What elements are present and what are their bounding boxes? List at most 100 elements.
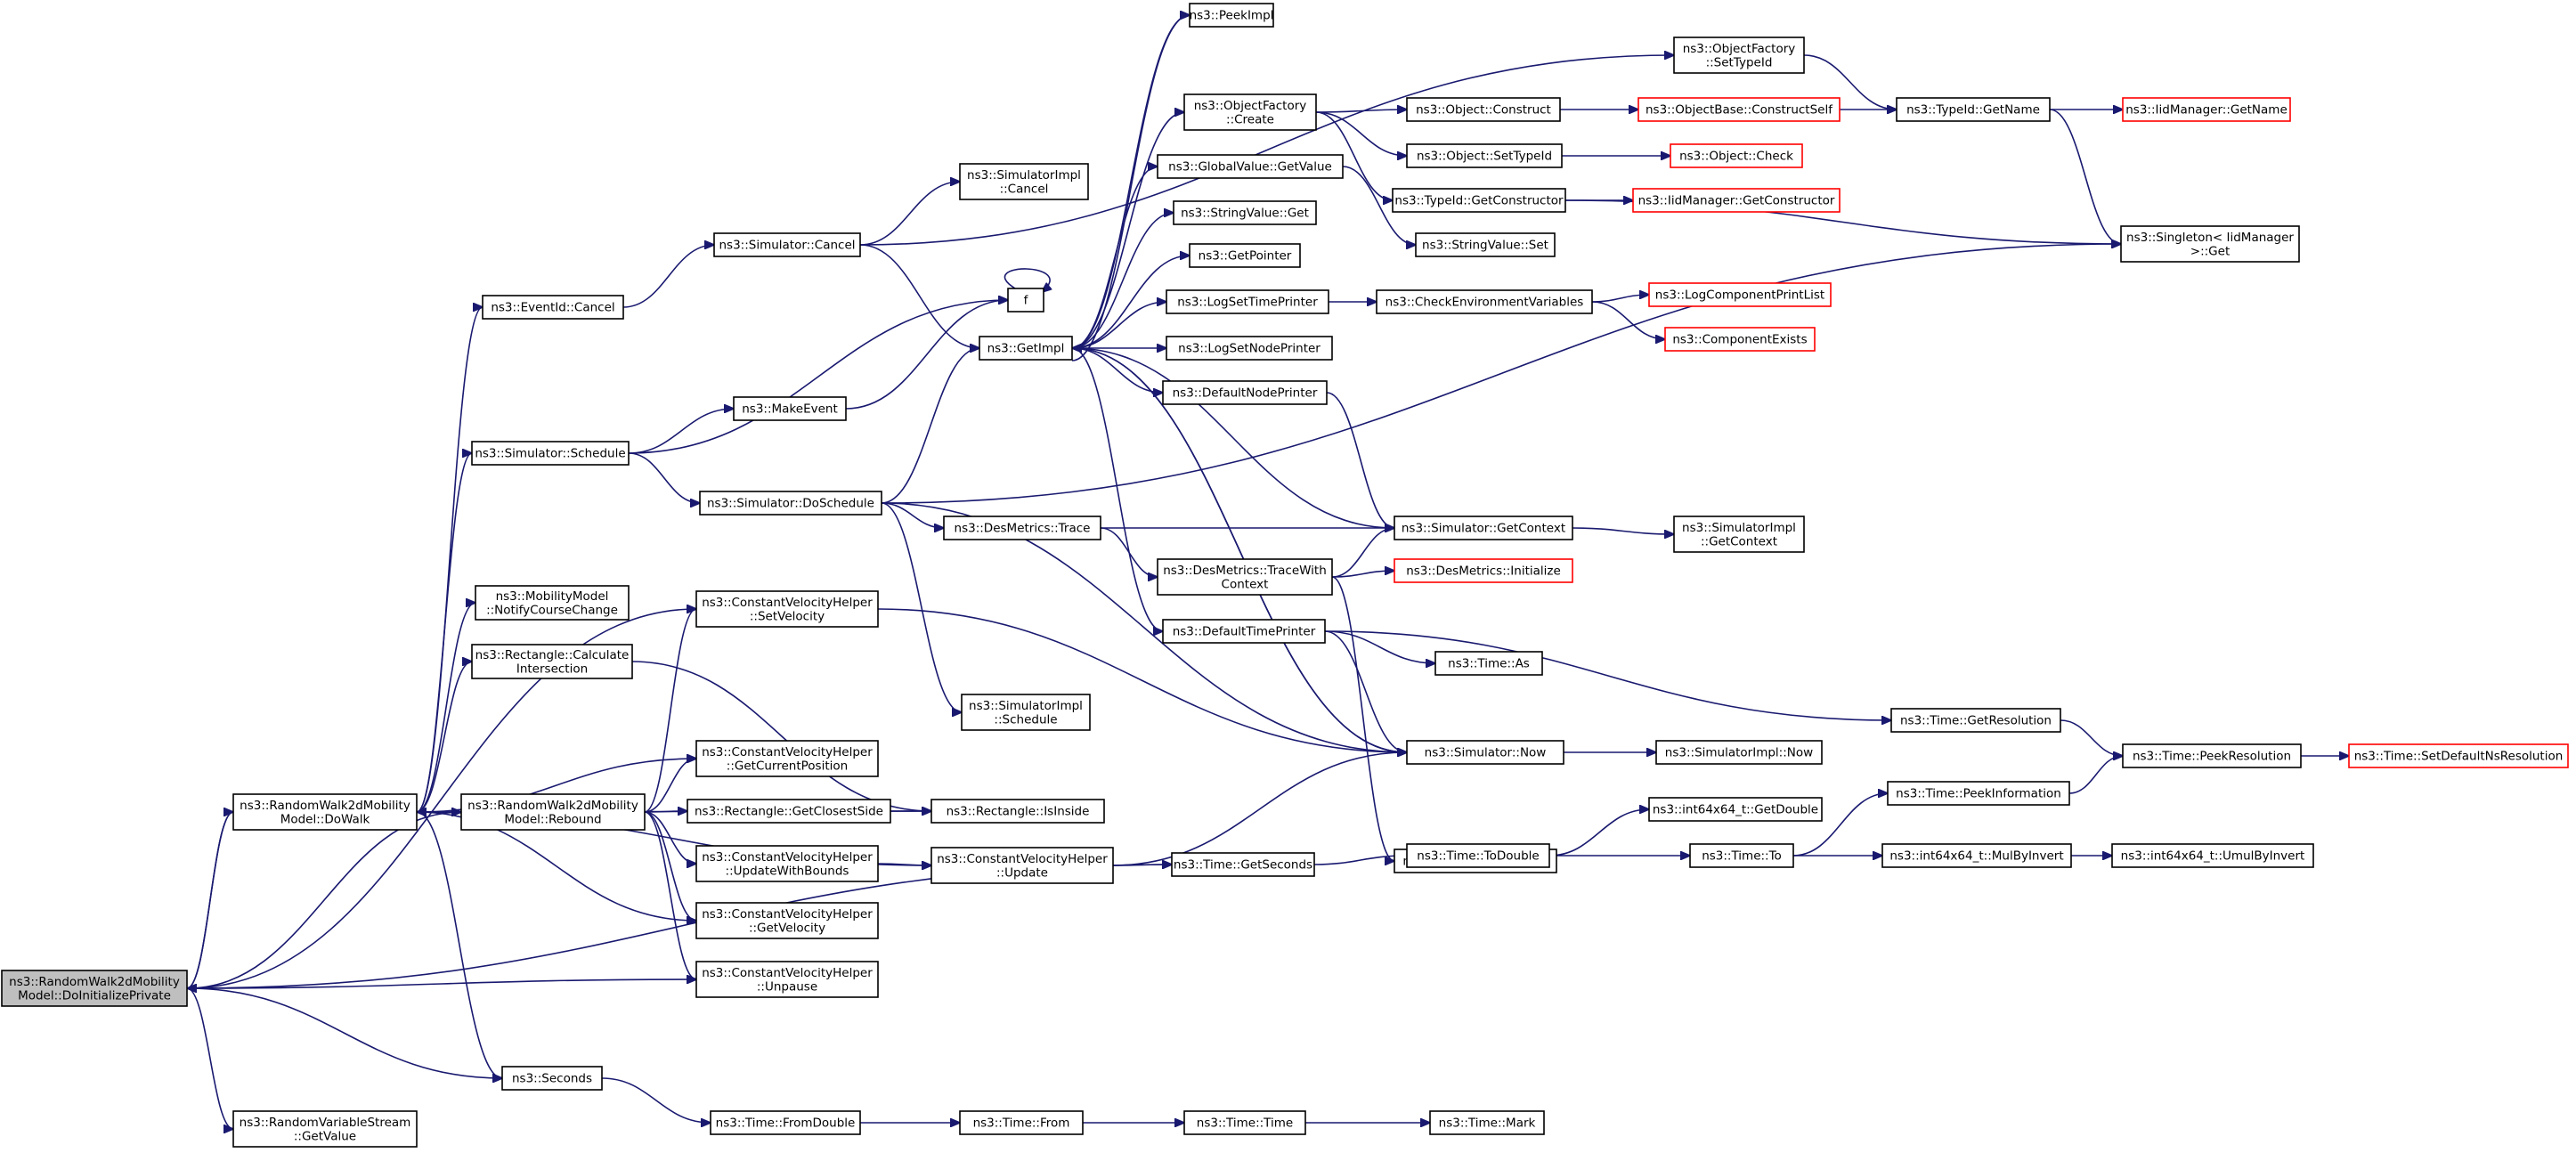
node-time-getresolution[interactable]: ns3::Time::GetResolution: [1890, 708, 2061, 733]
call-edge: [416, 307, 483, 813]
node-label: ns3::Simulator::Schedule: [475, 447, 625, 461]
node-objbase-constructself[interactable]: ns3::ObjectBase::ConstructSelf: [1637, 97, 1841, 122]
node-time-peekinfo[interactable]: ns3::Time::PeekInformation: [1887, 781, 2070, 806]
node-cvh-setvel[interactable]: ns3::ConstantVelocityHelper::SetVelocity: [695, 590, 879, 628]
node-typeid-getname[interactable]: ns3::TypeId::GetName: [1896, 97, 2051, 122]
node-objfactory-create[interactable]: ns3::ObjectFactory::Create: [1183, 93, 1317, 131]
node-rect-closest[interactable]: ns3::Rectangle::GetClosestSide: [687, 799, 891, 824]
node-root[interactable]: ns3::RandomWalk2dMobilityModel::DoInitia…: [1, 970, 188, 1007]
node-time-as[interactable]: ns3::Time::As: [1434, 651, 1543, 676]
node-cvh-updbounds[interactable]: ns3::ConstantVelocityHelper::UpdateWithB…: [695, 845, 879, 882]
node-iid-getname[interactable]: ns3::IidManager::GetName: [2122, 97, 2291, 122]
node-time-time[interactable]: ns3::Time::Time: [1183, 1110, 1306, 1135]
node-sim-now[interactable]: ns3::Simulator::Now: [1406, 740, 1564, 765]
node-time-mark[interactable]: ns3::Time::Mark: [1429, 1110, 1545, 1135]
node-object-construct[interactable]: ns3::Object::Construct: [1406, 97, 1561, 122]
node-f[interactable]: f: [1007, 288, 1044, 313]
node-time-peekres[interactable]: ns3::Time::PeekResolution: [2122, 743, 2302, 768]
node-int64-umulbyinvert[interactable]: ns3::int64x64_t::UmulByInvert: [2111, 843, 2314, 868]
node-time-fromdouble[interactable]: ns3::Time::FromDouble: [710, 1110, 861, 1135]
node-simimpl-schedule[interactable]: ns3::SimulatorImpl::Schedule: [961, 694, 1091, 731]
node-sim-doschedule[interactable]: ns3::Simulator::DoSchedule: [699, 491, 882, 516]
node-getimpl[interactable]: ns3::GetImpl: [979, 336, 1073, 361]
call-edge: [859, 244, 979, 348]
node-label: ns3::DesMetrics::Trace: [955, 522, 1091, 536]
node-cvh-unpause[interactable]: ns3::ConstantVelocityHelper::Unpause: [695, 961, 879, 998]
node-logsetnodeprinter[interactable]: ns3::LogSetNodePrinter: [1166, 336, 1333, 361]
node-cvh-update[interactable]: ns3::ConstantVelocityHelper::Update: [930, 847, 1114, 884]
node-sim-getcontext[interactable]: ns3::Simulator::GetContext: [1394, 516, 1573, 540]
node-box: [687, 799, 891, 824]
edge-sim_doschedule-to-sim_now: [881, 502, 1407, 752]
call-edge: [1072, 348, 1408, 753]
node-box: [1881, 843, 2072, 868]
node-object-check[interactable]: ns3::Object::Check: [1670, 143, 1803, 168]
node-rvs-get[interactable]: ns3::RandomVariableStream::GetValue: [232, 1110, 418, 1148]
node-box: [1670, 143, 1803, 168]
node-comp-exists[interactable]: ns3::ComponentExists: [1664, 327, 1816, 352]
node-iid-getctor[interactable]: ns3::IidManager::GetConstructor: [1632, 188, 1841, 213]
edge-root-to-cvh_setvel: [186, 609, 696, 989]
node-time-todouble[interactable]: ns3::Time::ToDouble: [1406, 843, 1550, 868]
node-make-event[interactable]: ns3::MakeEvent: [733, 396, 847, 421]
node-time-gethwconds[interactable]: ns3::Time::GetSeconds: [1171, 852, 1315, 877]
node-simimpl-getcontext[interactable]: ns3::SimulatorImpl::GetContext: [1673, 516, 1805, 553]
node-label: ns3::Time::GetResolution: [1900, 714, 2052, 728]
node-box: [2348, 743, 2569, 768]
node-objfactory-settypeid[interactable]: ns3::ObjectFactory::SetTypeId: [1673, 37, 1805, 74]
call-edge: [416, 662, 472, 813]
edge-getimpl-to-defaulttimeprinter: [1071, 347, 1163, 631]
node-sim-schedule[interactable]: ns3::Simulator::Schedule: [471, 441, 630, 466]
node-int64-mulbyinvert[interactable]: ns3::int64x64_t::MulByInvert: [1881, 843, 2072, 868]
node-label: ns3::StringValue::Set: [1422, 239, 1548, 253]
node-stringvalue-get[interactable]: ns3::StringValue::Get: [1173, 200, 1317, 225]
node-time-from[interactable]: ns3::Time::From: [959, 1110, 1084, 1135]
node-simimpl-now[interactable]: ns3::SimulatorImpl::Now: [1655, 740, 1823, 765]
node-stringvalue-set[interactable]: ns3::StringValue::Set: [1415, 232, 1556, 257]
call-edge: [644, 811, 696, 921]
node-defaultnodeprinter[interactable]: ns3::DefaultNodePrinter: [1162, 380, 1328, 405]
node-globalvalue-get[interactable]: ns3::GlobalValue::GetValue: [1157, 154, 1344, 179]
node-object-settypeid[interactable]: ns3::Object::SetTypeId: [1406, 143, 1563, 168]
edge-sim_doschedule-to-des_trace: [881, 502, 944, 528]
node-peekimpl[interactable]: ns3::PeekImpl: [1189, 3, 1274, 28]
node-getpointer[interactable]: ns3::GetPointer: [1189, 243, 1301, 268]
node-cvh-getpos[interactable]: ns3::ConstantVelocityHelper::GetCurrentP…: [695, 740, 879, 777]
edge-cvh_update-to-sim_now: [1112, 752, 1407, 866]
node-time-to[interactable]: ns3::Time::To: [1689, 843, 1794, 868]
node-label: ns3::Simulator::Cancel: [719, 239, 855, 253]
node-des-initialize[interactable]: ns3::DesMetrics::Initialize: [1394, 558, 1573, 583]
call-edge: [877, 608, 1407, 752]
node-cvh-getvel[interactable]: ns3::ConstantVelocityHelper::GetVelocity: [695, 902, 879, 939]
call-edge: [416, 811, 502, 1078]
node-checkenv[interactable]: ns3::CheckEnvironmentVariables: [1376, 289, 1593, 314]
node-simimpl-cancel[interactable]: ns3::SimulatorImpl::Cancel: [959, 163, 1089, 200]
node-typeid-getctor[interactable]: ns3::TypeId::GetConstructor: [1392, 188, 1566, 213]
call-edge: [1326, 392, 1394, 528]
node-label: ::Schedule: [994, 712, 1057, 727]
node-label: >::Get: [2190, 244, 2230, 258]
node-int64-getdouble[interactable]: ns3::int64x64_t::GetDouble: [1648, 797, 1823, 822]
node-eventid-cancel[interactable]: ns3::EventId::Cancel: [482, 295, 624, 320]
node-singleton-get[interactable]: ns3::Singleton< IidManager >::Get: [2120, 225, 2300, 263]
edge-root-to-cvh_unpause: [186, 979, 696, 989]
edge-getimpl-to-objfactory_create: [1071, 112, 1184, 349]
node-time-setdefaultns[interactable]: ns3::Time::SetDefaultNsResolution: [2348, 743, 2569, 768]
node-mm-notify[interactable]: ns3::MobilityModel::NotifyCourseChange: [475, 585, 630, 621]
node-box: [471, 441, 630, 466]
node-logsettimeprinter[interactable]: ns3::LogSetTimePrinter: [1166, 289, 1329, 314]
node-des-trace[interactable]: ns3::DesMetrics::Trace: [943, 516, 1101, 540]
node-defaulttimeprinter[interactable]: ns3::DefaultTimePrinter: [1162, 619, 1326, 644]
node-label: ::Create: [1226, 112, 1274, 126]
node-seconds[interactable]: ns3::Seconds: [501, 1066, 603, 1091]
node-rect-isinside[interactable]: ns3::Rectangle::IsInside: [930, 799, 1105, 824]
node-label: ns3::Rectangle::Calculate: [475, 648, 630, 662]
node-sim-cancel[interactable]: ns3::Simulator::Cancel: [713, 232, 861, 257]
node-log-printlist[interactable]: ns3::LogComponentPrintList: [1648, 282, 1832, 307]
edge-sim_cancel-to-simimpl_cancel: [859, 182, 960, 246]
edge-rect_calc-to-rect_isinside: [631, 661, 931, 811]
